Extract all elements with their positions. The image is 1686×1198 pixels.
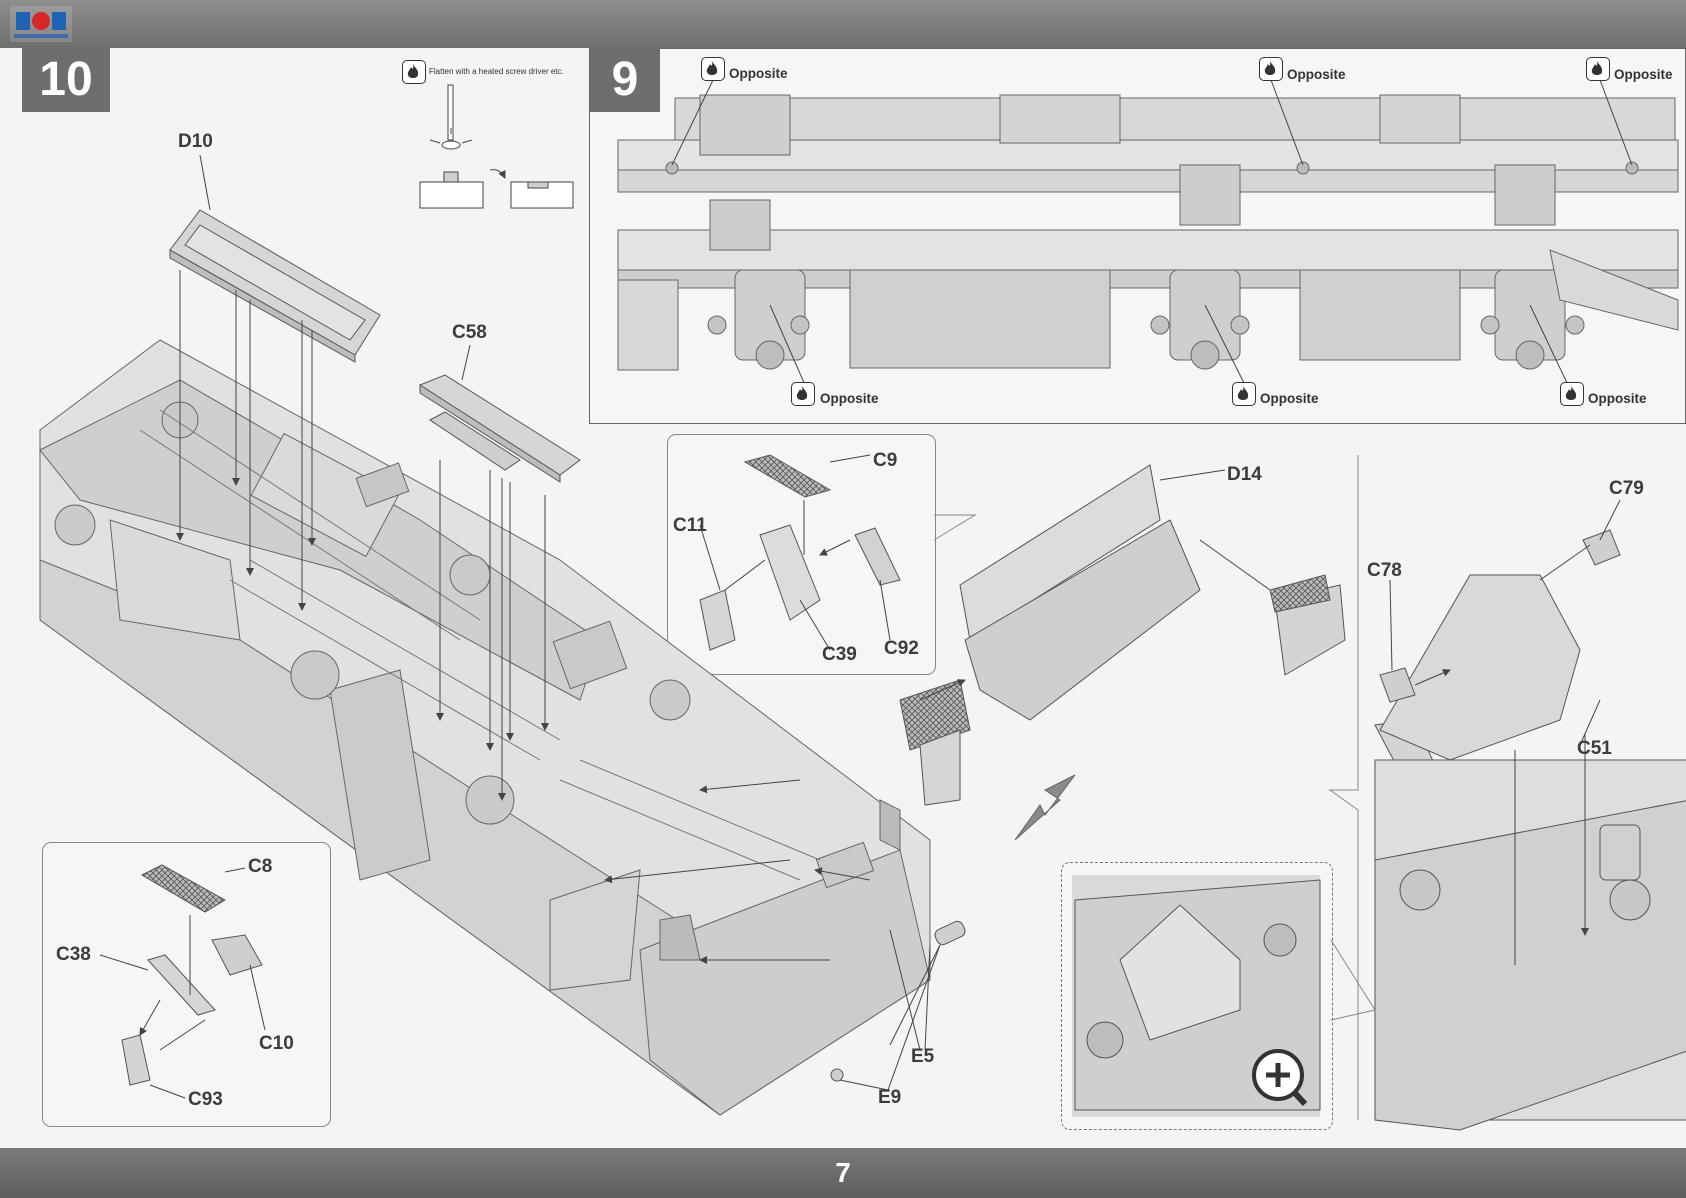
part-d10-drawing (169, 209, 381, 363)
opposite-label: Opposite (1260, 391, 1319, 406)
flame-icon (701, 57, 725, 81)
right-callout-bracket (1328, 455, 1359, 1120)
page-number: 7 (835, 1157, 851, 1188)
part-d14-drawing (899, 464, 1346, 806)
step-9-chassis-drawing (617, 94, 1679, 371)
flame-icon (1560, 382, 1584, 406)
step-9-leader-lines (671, 79, 1633, 386)
step-9-number: 9 (590, 48, 660, 112)
c9-callout-pointer (933, 514, 977, 541)
opposite-label: Opposite (729, 66, 788, 81)
part-label-c9: C9 (873, 450, 898, 471)
bottom-band (0, 1148, 1686, 1198)
part-label-c10: C10 (259, 1033, 294, 1054)
part-label-e5: E5 (911, 1046, 935, 1067)
part-label-c39: C39 (822, 644, 857, 665)
part-label-d14: D14 (1227, 464, 1262, 485)
part-label-d10: D10 (178, 131, 213, 152)
flatten-note-text: Flatten with a heated screw driver etc. (429, 67, 564, 76)
opposite-label: Opposite (1588, 391, 1647, 406)
parts-e5-e9-drawing (830, 920, 966, 1082)
opposite-label: Opposite (1287, 67, 1346, 82)
detail-c9-drawing (699, 454, 901, 651)
part-label-c78: C78 (1367, 560, 1402, 581)
site-logo (10, 6, 72, 42)
label-leaders (199, 154, 941, 1091)
flame-icon (1232, 382, 1256, 406)
opposite-label: Opposite (1614, 67, 1673, 82)
zoom-callout-pointer (1330, 939, 1376, 1021)
direction-arrow-icon (1014, 774, 1076, 841)
part-label-c11: C11 (673, 515, 707, 536)
step-10-number: 10 (22, 48, 110, 112)
zoom-in-icon (1252, 1049, 1308, 1107)
flatten-tool-diagram (419, 84, 574, 209)
detail-c8-drawing (99, 864, 266, 1099)
flame-icon (1259, 57, 1283, 81)
part-c58-drawing (418, 374, 581, 483)
opposite-label: Opposite (820, 391, 879, 406)
zoom-detail-drawing (1072, 875, 1321, 1117)
part-label-c79: C79 (1609, 478, 1644, 499)
flame-icon (791, 382, 815, 406)
part-label-c8: C8 (248, 856, 273, 877)
flame-icon (1586, 57, 1610, 81)
flame-icon (402, 60, 426, 84)
part-label-c93: C93 (188, 1089, 223, 1110)
part-label-c38: C38 (56, 944, 91, 965)
top-band (0, 0, 1686, 48)
part-label-c58: C58 (452, 322, 487, 343)
assembly-arrows (176, 270, 871, 964)
right-assembly-drawing (1374, 499, 1686, 1131)
part-label-c92: C92 (884, 638, 919, 659)
part-label-e9: E9 (878, 1087, 902, 1108)
part-label-c51: C51 (1577, 738, 1612, 759)
